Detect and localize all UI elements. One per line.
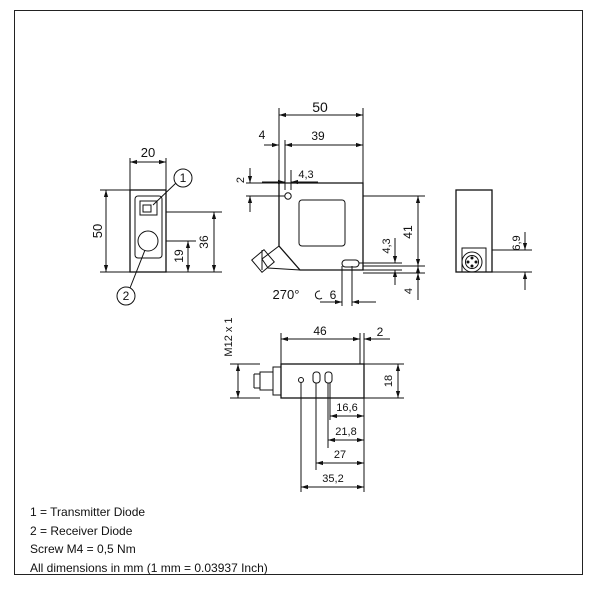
- dim-bottom-w16-6: 16,6: [336, 402, 357, 414]
- dim-side-h2: 2: [235, 177, 247, 183]
- dim-bottom-h18: 18: [383, 375, 395, 387]
- dim-bottom-thread: M12 x 1: [223, 317, 235, 356]
- dim-bottom-w21-8: 21,8: [335, 426, 356, 438]
- dim-bottom-w35-2: 35,2: [322, 473, 343, 485]
- dim-front-h36: 36: [197, 235, 211, 249]
- dim-side-width: 50: [312, 99, 328, 115]
- legend: 1 = Transmitter Diode 2 = Receiver Diode…: [30, 503, 268, 577]
- side-view: [246, 108, 425, 306]
- dim-side-w4-3: 4,3: [298, 169, 313, 181]
- front-view: [100, 158, 222, 306]
- legend-receiver: 2 = Receiver Diode: [30, 523, 133, 538]
- drawing-frame: [14, 10, 583, 575]
- dim-front-h19: 19: [172, 249, 186, 263]
- dim-bottom-w46: 46: [313, 324, 327, 338]
- dim-bottom-w2: 2: [377, 325, 384, 339]
- rotation-label: 270°: [273, 287, 300, 302]
- back-view: [455, 189, 532, 290]
- legend-screw: Screw M4 = 0,5 Nm: [30, 542, 136, 556]
- callout-label-1: 1: [180, 171, 187, 185]
- legend-transmitter: 1 = Transmitter Diode: [30, 505, 146, 519]
- legend-units: All dimensions in mm (1 mm = 0.03937 Inc…: [30, 560, 268, 575]
- dim-side-h4: 4: [403, 288, 415, 294]
- dim-front-width: 20: [141, 145, 155, 160]
- dim-side-w6: 6: [330, 288, 337, 302]
- dim-side-h4-3: 4,3: [381, 238, 393, 253]
- callout-circle-1: [173, 168, 193, 188]
- dim-side-w39: 39: [311, 129, 325, 143]
- dim-bottom-w27: 27: [334, 449, 346, 461]
- bottom-view: [230, 333, 404, 492]
- dim-side-w4: 4: [259, 128, 266, 142]
- callout-label-2: 2: [123, 289, 130, 303]
- dim-side-h41: 41: [401, 225, 415, 239]
- callout-circle-2: [116, 286, 136, 306]
- dim-back-h6-9: 6,9: [511, 235, 523, 250]
- dim-front-height: 50: [90, 224, 105, 238]
